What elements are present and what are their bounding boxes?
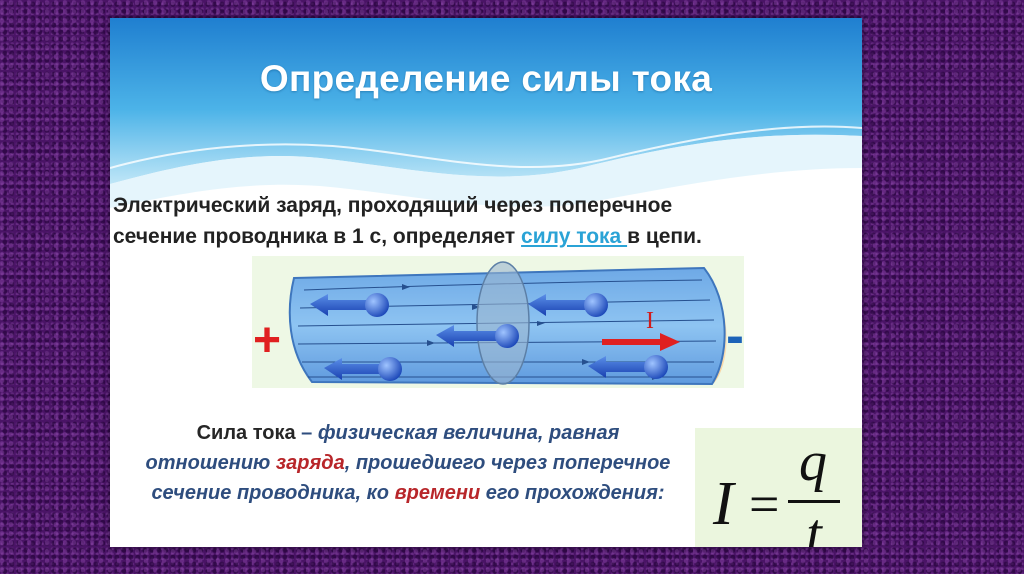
definition-line-1: Электрический заряд, проходящий через по… bbox=[113, 190, 853, 221]
current-strength-link[interactable]: силу тока bbox=[521, 225, 627, 248]
definition-line-2: сечение проводника в 1 с, определяет сил… bbox=[113, 221, 853, 252]
definition-text: Электрический заряд, проходящий через по… bbox=[113, 190, 853, 252]
electron-icon bbox=[378, 357, 402, 381]
slide: Определение силы тока Электрический заря… bbox=[110, 18, 862, 547]
minus-sign: - bbox=[726, 306, 744, 366]
current-definition-caption: Сила тока – физическая величина, равная … bbox=[138, 418, 678, 508]
plus-sign: + bbox=[253, 314, 281, 367]
current-label: I bbox=[646, 308, 654, 334]
formula-denominator: t bbox=[806, 503, 823, 547]
electron-icon bbox=[584, 293, 608, 317]
formula-box: I = q t bbox=[695, 428, 862, 547]
definition-line-2-start: сечение проводника в 1 с, определяет bbox=[113, 225, 521, 248]
slide-title: Определение силы тока bbox=[110, 58, 862, 100]
caption-part-3: его прохождения: bbox=[480, 482, 664, 504]
caption-term: Сила тока bbox=[197, 422, 296, 444]
electron-icon bbox=[644, 355, 668, 379]
formula-equals: = bbox=[749, 474, 779, 534]
definition-line-2-end: в цепи. bbox=[627, 225, 702, 248]
formula-numerator: q bbox=[799, 431, 827, 493]
electron-icon bbox=[365, 293, 389, 317]
cross-section bbox=[477, 262, 529, 384]
caption-time-word: времени bbox=[395, 482, 481, 504]
caption-dash: – bbox=[296, 422, 318, 444]
formula-current-symbol: I bbox=[712, 470, 737, 538]
electron-icon bbox=[495, 324, 519, 348]
conductor-diagram: I + - bbox=[252, 256, 744, 388]
current-formula: I = q t bbox=[695, 428, 862, 547]
caption-charge-word: заряда bbox=[276, 452, 345, 474]
